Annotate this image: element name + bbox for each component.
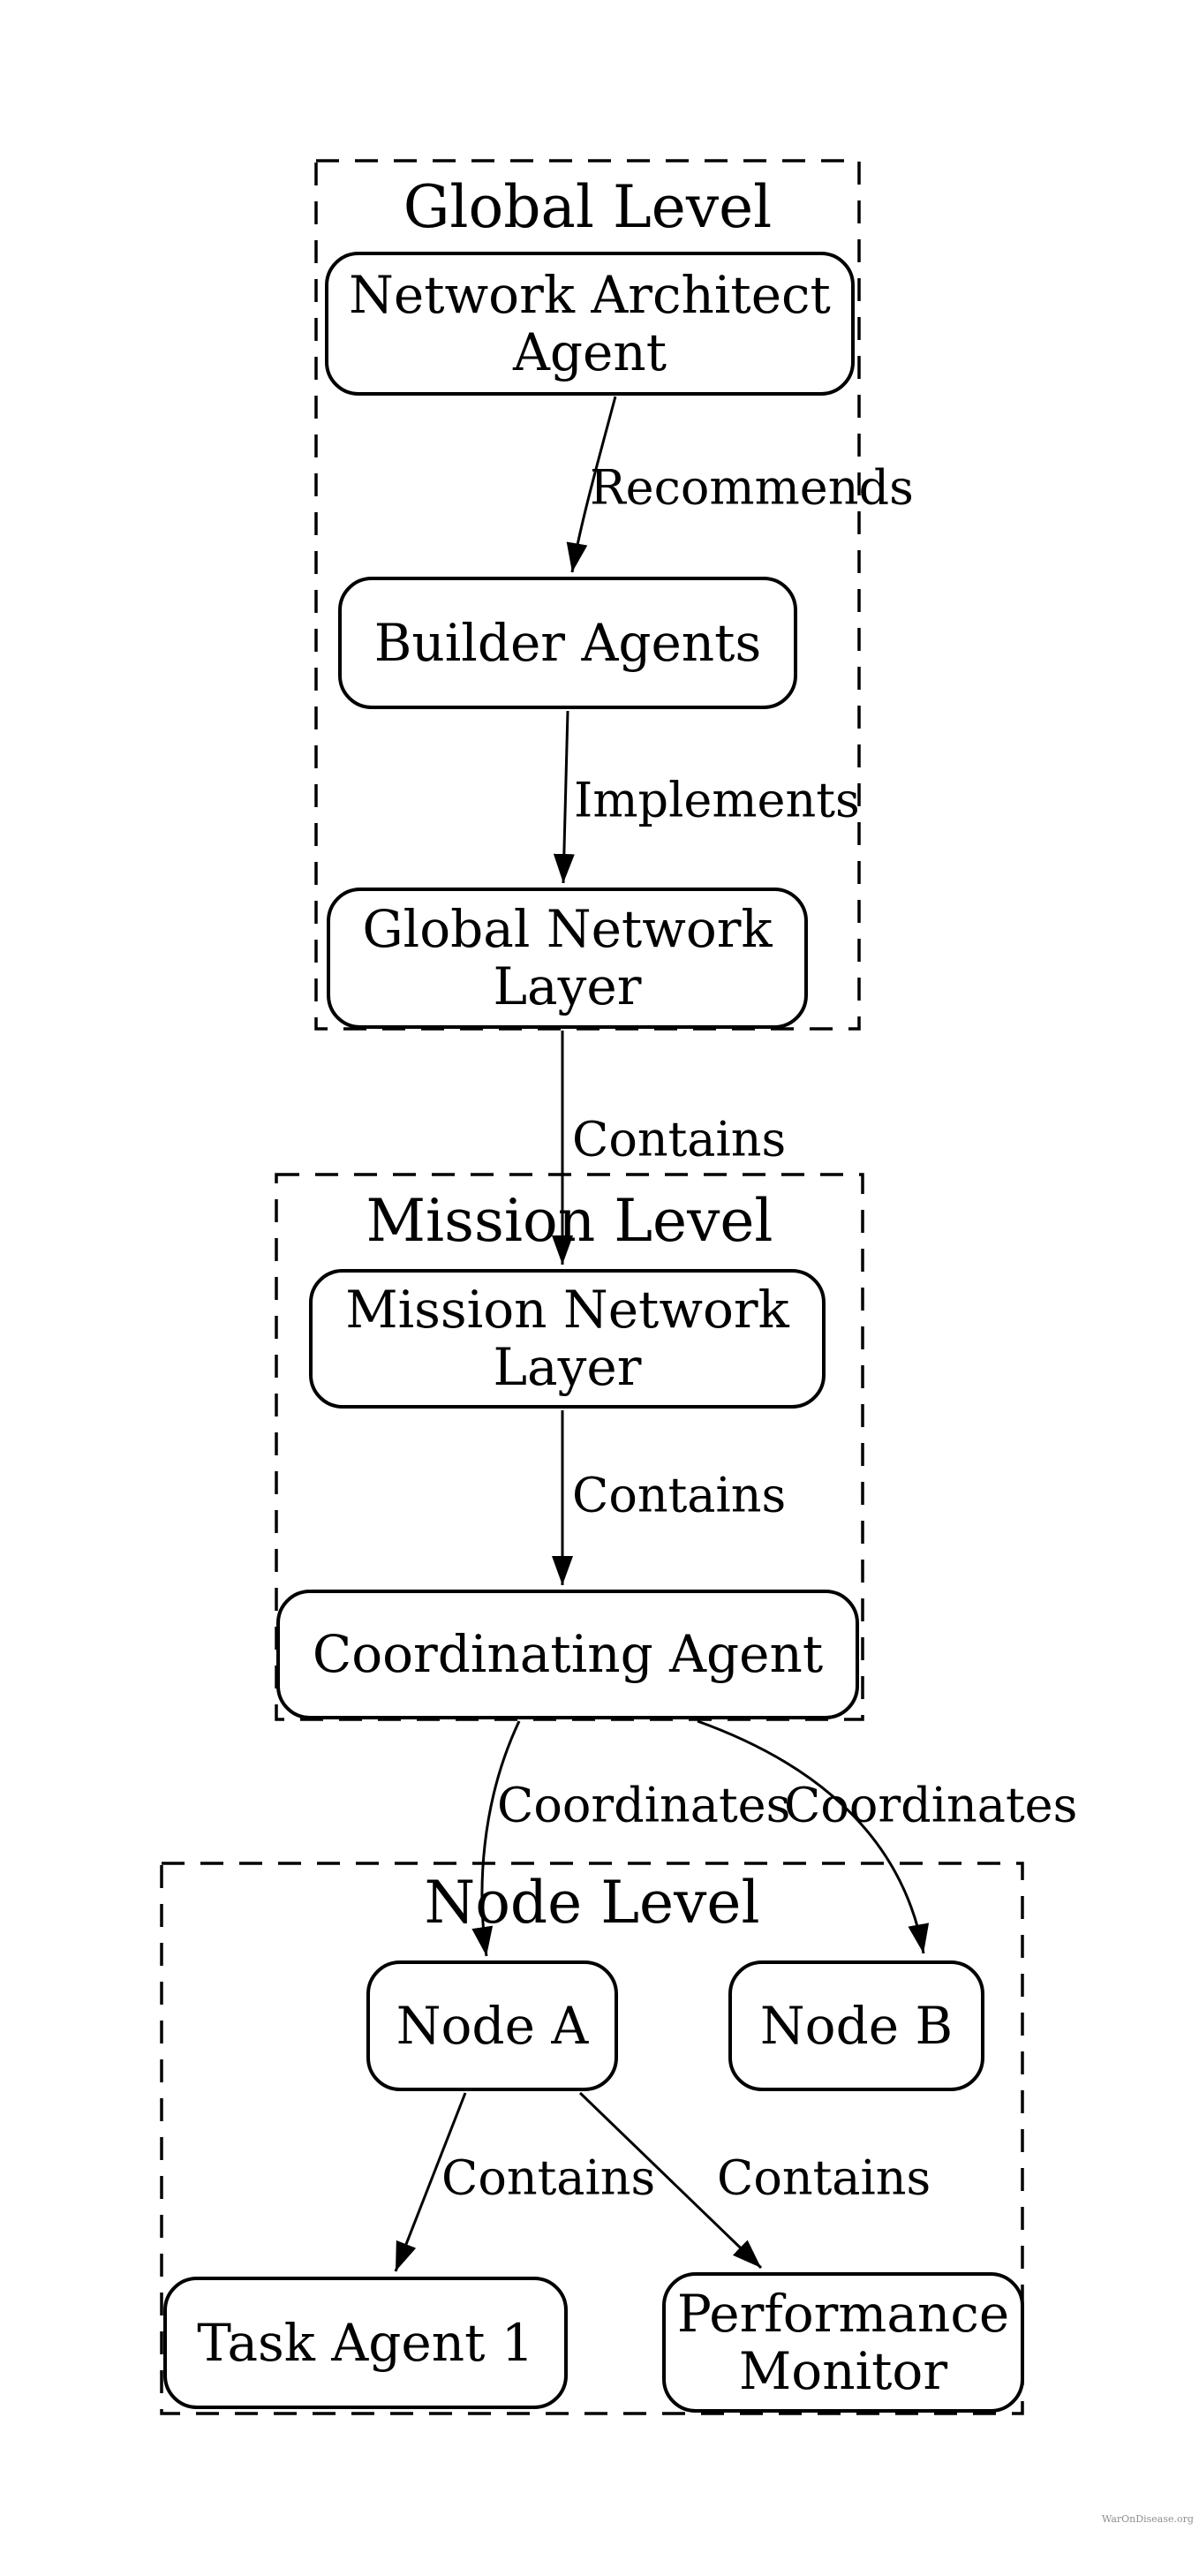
node-b: Node B [728,1960,984,2091]
edge-label-implements: Implements [574,772,860,828]
edge-builder-to-global-layer-arrow [553,710,575,884]
node-global-network-layer: Global Network Layer [327,888,808,1029]
edge-label-recommends: Recommends [590,459,914,516]
edge-label-contains-global-to-mission: Contains [572,1111,787,1167]
node-mission-network-layer: Mission Network Layer [309,1269,826,1409]
node-builder-agents: Builder Agents [338,577,797,709]
edge-label-coordinates-node-a: Coordinates [497,1777,791,1833]
node-a: Node A [366,1960,618,2091]
node-performance-monitor: Performance Monitor [662,2272,1024,2413]
watermark-text: WarOnDisease.org [1102,2513,1194,2525]
node-coordinating-agent: Coordinating Agent [276,1590,859,1719]
edge-label-coordinates-node-b: Coordinates [784,1777,1078,1833]
edge-label-contains-performance-monitor: Contains [717,2149,931,2206]
node-network-architect-agent: Network Architect Agent [325,252,855,396]
edge-label-contains-task-agent: Contains [441,2149,656,2206]
cluster-title-global-level: Global Level [403,173,773,241]
cluster-title-node-level: Node Level [424,1869,760,1937]
node-task-agent-1: Task Agent 1 [163,2277,568,2409]
edge-label-contains-mission-to-coordinating: Contains [572,1467,787,1523]
cluster-title-mission-level: Mission Level [366,1187,773,1255]
